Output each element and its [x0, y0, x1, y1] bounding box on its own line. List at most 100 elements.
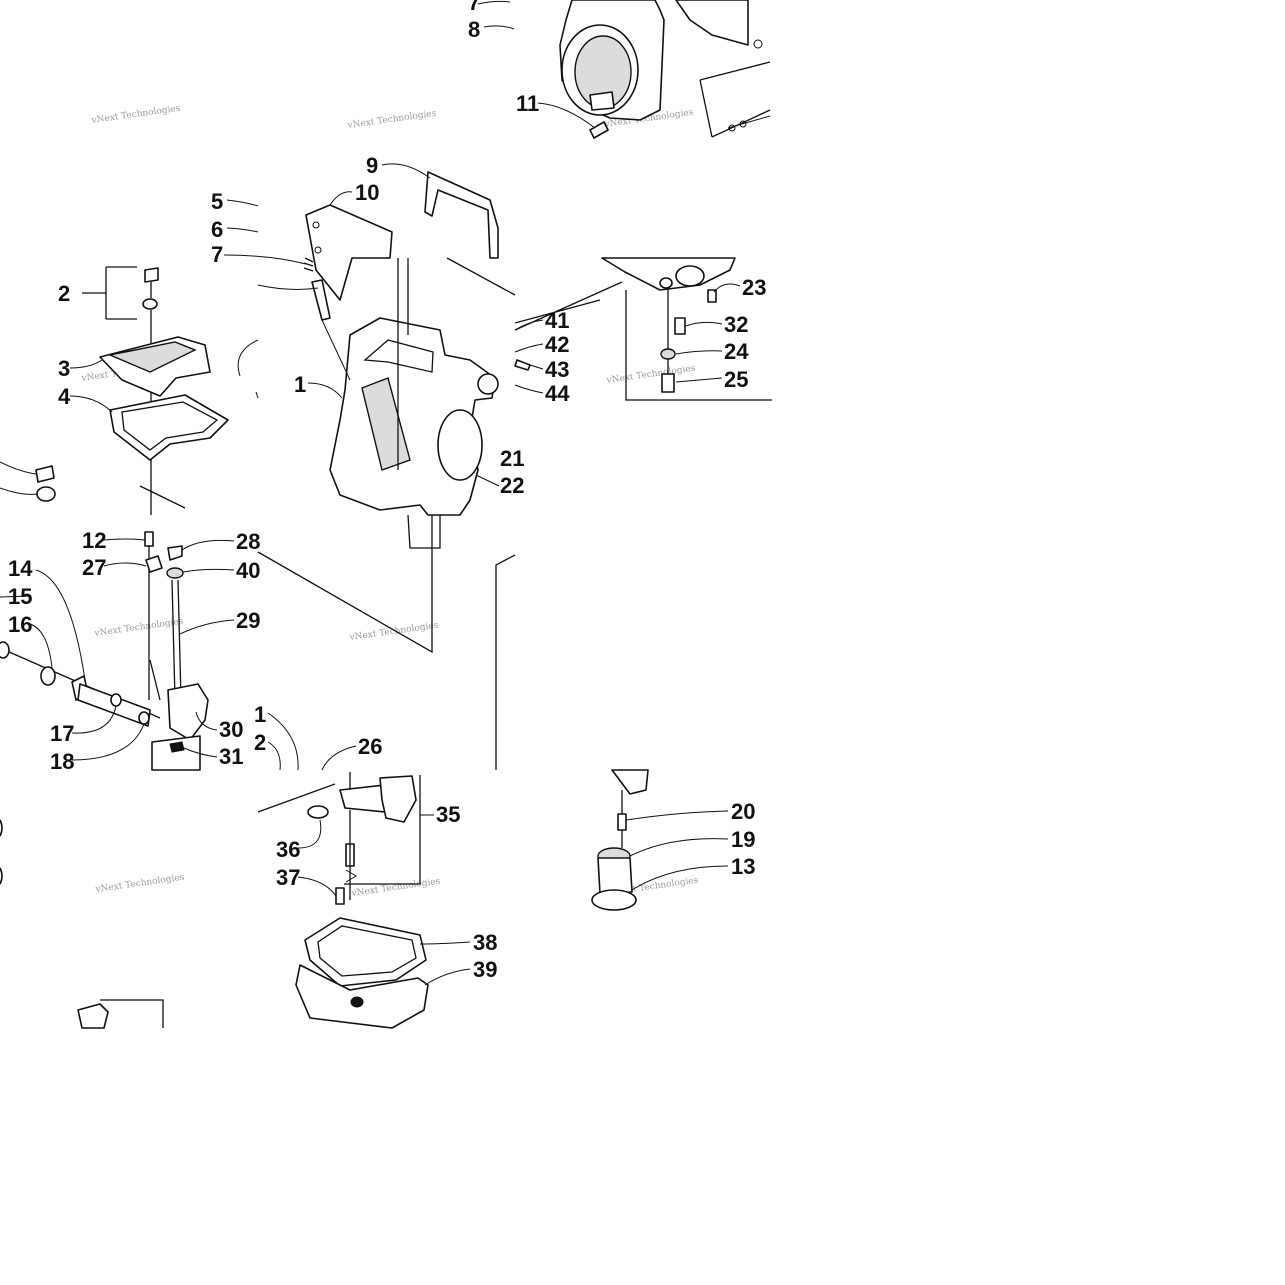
leader-1b — [267, 712, 299, 771]
fragment-arc-b — [0, 867, 3, 885]
callout-44: 44 — [545, 381, 570, 406]
leader-10 — [329, 191, 353, 206]
callout-11: 11 — [516, 91, 539, 116]
bracket-left — [139, 485, 186, 509]
drain-plug — [659, 277, 673, 289]
watermark: vNext Technologies — [93, 617, 184, 640]
bracket-center — [257, 515, 433, 654]
callout-16: 16 — [8, 612, 32, 637]
callout-15: 15 — [8, 584, 32, 609]
callout-22: 22 — [500, 473, 524, 498]
body-bore — [437, 409, 483, 481]
washer-16 — [40, 666, 56, 686]
holder-base — [591, 889, 637, 911]
leader-5 — [226, 199, 259, 207]
watermark: vNext Technologies — [346, 109, 437, 132]
cover-hole-a — [312, 221, 320, 229]
body-boss — [477, 373, 499, 395]
slide-31-body — [151, 735, 201, 771]
callout-7b: 7 — [211, 242, 223, 267]
cover-hole-b — [314, 246, 322, 254]
callout-1b: 1 — [254, 702, 266, 727]
arc-near-body — [237, 339, 259, 399]
callout-36: 36 — [276, 837, 300, 862]
leader-30 — [195, 711, 218, 731]
clip-28 — [167, 545, 183, 561]
screw-29 — [171, 579, 182, 701]
watermark: vNext Technologies — [350, 877, 441, 900]
leader-38 — [419, 941, 471, 945]
holder-13 — [597, 857, 633, 895]
callout-39: 39 — [473, 957, 497, 982]
nut-leader-b — [0, 487, 39, 495]
leader-27 — [103, 562, 147, 567]
boot-tab — [589, 91, 615, 111]
flange-screws — [727, 115, 771, 129]
nut-left-b — [36, 486, 56, 502]
leader-7-top — [477, 0, 511, 5]
leader-17 — [71, 705, 117, 734]
float-bowl-39 — [295, 964, 429, 1029]
tile-bottom-left — [0, 819, 164, 1029]
callout-9: 9 — [366, 153, 378, 178]
long-leader-upper — [257, 284, 319, 290]
float-26 — [379, 775, 417, 823]
leader-13 — [631, 865, 729, 891]
leader-29 — [179, 619, 235, 635]
bracket-bottom-left — [100, 999, 164, 1028]
screw-23 — [707, 289, 717, 303]
screw-37 — [335, 887, 345, 905]
oring-36 — [307, 805, 329, 819]
fragment-part — [77, 1003, 109, 1029]
watermark: vNext Technologies — [348, 621, 439, 644]
tile-right-bracket — [495, 554, 516, 770]
callout-6: 6 — [211, 217, 223, 242]
tile-throttle-shaft — [0, 531, 235, 771]
callout-12: 12 — [82, 528, 106, 553]
right-edge-diag — [446, 257, 516, 296]
gasket-38-inner — [317, 925, 417, 977]
callout-14: 14 — [8, 556, 33, 581]
callout-4: 4 — [58, 384, 71, 409]
screw-b — [739, 120, 747, 128]
leader-41 — [514, 319, 544, 331]
leader-36 — [297, 819, 322, 849]
leader-31 — [183, 747, 218, 758]
screw-a — [728, 124, 736, 132]
callout-21: 21 — [500, 446, 524, 471]
leader-32 — [685, 321, 723, 327]
callout-7: 7 — [468, 0, 480, 15]
gasket-9 — [424, 171, 499, 259]
tile-drain — [601, 257, 772, 401]
tile-carb-body — [223, 163, 623, 549]
leader-22 — [475, 474, 500, 487]
plug-25 — [661, 373, 675, 393]
pin-43 — [514, 359, 531, 371]
tile-top-cover — [0, 266, 259, 515]
bracket-2 — [82, 266, 137, 320]
leader-39 — [424, 968, 471, 986]
leader-3 — [69, 359, 103, 369]
leader-23 — [713, 283, 741, 293]
watermark: vNext Technologies — [90, 104, 181, 127]
callout-31: 31 — [219, 744, 243, 769]
cover-plate — [675, 0, 749, 46]
nut-15 — [0, 641, 10, 659]
leader-20 — [625, 810, 729, 821]
callout-1: 1 — [294, 372, 306, 397]
lever-27 — [145, 555, 163, 573]
bracket-35 — [344, 775, 421, 885]
callout-20: 20 — [731, 799, 755, 824]
body-chamber — [363, 339, 434, 373]
callout-24: 24 — [724, 339, 749, 364]
leader-37 — [297, 876, 337, 897]
leader-6 — [226, 227, 259, 233]
leader-9 — [381, 163, 431, 179]
callout-41: 41 — [545, 308, 569, 333]
callout-17: 17 — [50, 721, 74, 746]
leader-14 — [35, 569, 86, 681]
screw-2 — [144, 267, 159, 283]
leader-2b — [267, 741, 281, 771]
fragment-arc-a — [0, 819, 3, 837]
